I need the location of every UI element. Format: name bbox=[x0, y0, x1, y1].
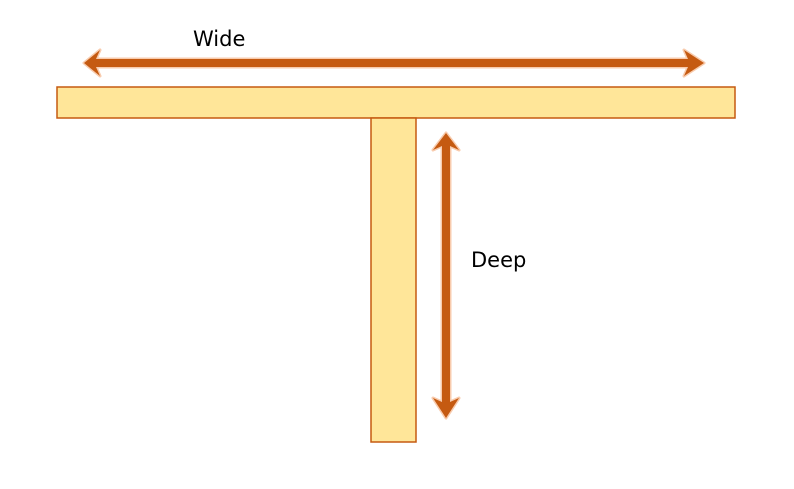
wide-label: Wide bbox=[193, 27, 246, 51]
horizontal-double-arrow bbox=[82, 48, 706, 78]
deep-label: Deep bbox=[471, 248, 527, 272]
horizontal-bar bbox=[56, 86, 736, 119]
vertical-bar bbox=[370, 117, 417, 443]
vertical-double-arrow bbox=[431, 131, 461, 420]
